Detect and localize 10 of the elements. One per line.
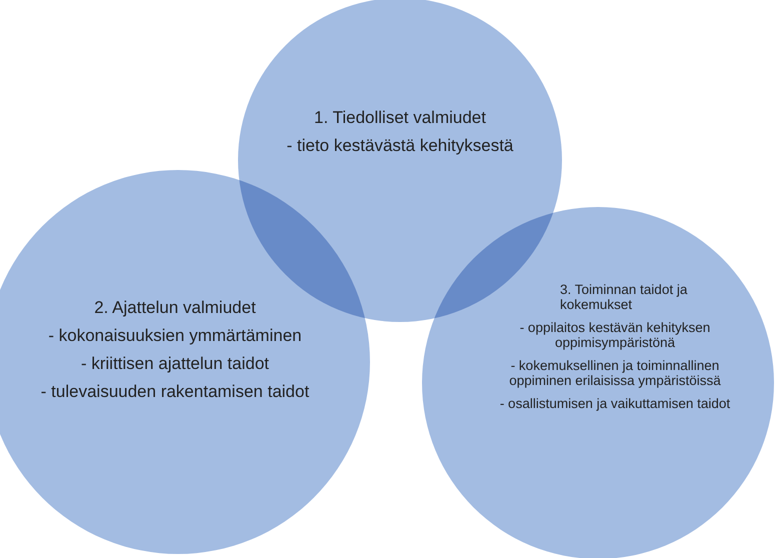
circle-heading: 2. Ajattelun valmiudet xyxy=(93,298,257,318)
circle-item: - kokemuksellinen ja toiminnallinen oppiminen erilaisissa ympäristöissä xyxy=(508,358,722,388)
circle-heading: 3. Toiminnan taidot ja kokemukset xyxy=(559,282,688,312)
circle-item: - osallistumisen ja vaikuttamisen taidot xyxy=(498,396,732,411)
circle-item: - tulevaisuuden rakentamisen taidot xyxy=(40,382,310,402)
circle-heading: 1. Tiedolliset valmiudet xyxy=(313,108,487,128)
circle-item: - tieto kestävästä kehityksestä xyxy=(286,136,514,156)
circle-item: - kokonaisuuksien ymmärtäminen xyxy=(47,326,303,346)
circle-item: - kriittisen ajattelun taidot xyxy=(80,354,270,374)
circle-item: - oppilaitos kestävän kehityksen oppimisympäristönä xyxy=(518,320,712,350)
